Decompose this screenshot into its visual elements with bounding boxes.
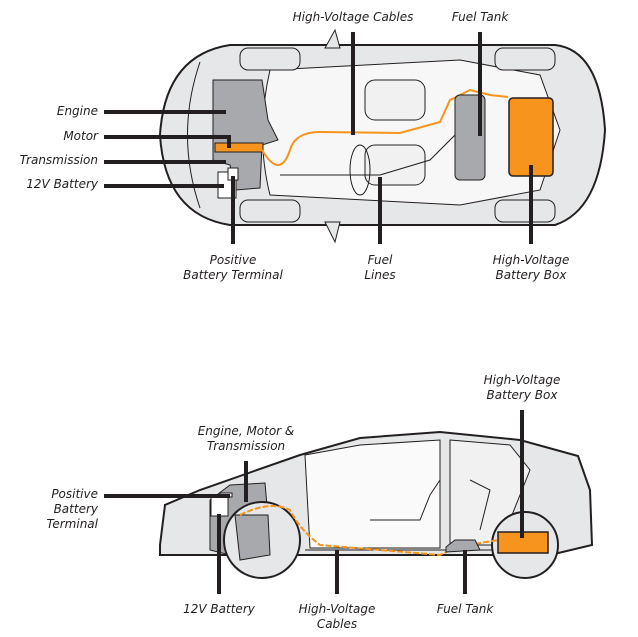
label-line: Terminal xyxy=(46,517,98,531)
label-line: Battery Box xyxy=(495,268,567,282)
label-12v-battery-side: 12V Battery xyxy=(183,602,255,616)
side-view-leader-lines xyxy=(104,410,524,594)
leader-motor xyxy=(104,135,231,148)
top-view-car-body xyxy=(158,28,607,244)
label-line: High-Voltage xyxy=(492,253,570,267)
label-fuel-tank: Fuel Tank xyxy=(451,10,509,24)
top-view-hv-battery-box xyxy=(508,97,554,177)
label-hv-battery-box-side: High-Voltage Battery Box xyxy=(472,373,572,403)
label-line: Fuel xyxy=(367,253,393,267)
label-line: Positive xyxy=(51,487,98,501)
label-line: Positive xyxy=(209,253,257,267)
label-line: High-Voltage xyxy=(483,373,561,387)
label-hv-cables: High-Voltage Cables xyxy=(292,10,414,24)
label-engine-motor-transmission: Engine, Motor & Transmission xyxy=(190,424,302,454)
label-line: Battery xyxy=(53,502,98,516)
top-view-motor xyxy=(214,142,264,153)
label-hv-cables-side: High-Voltage Cables xyxy=(290,602,384,632)
label-fuel-lines: Fuel Lines xyxy=(350,253,410,283)
label-positive-battery-terminal-side: Positive Battery Terminal xyxy=(47,487,98,532)
label-positive-battery-terminal: Positive Battery Terminal xyxy=(168,253,298,283)
label-line: Cables xyxy=(316,617,358,631)
label-line: Lines xyxy=(364,268,396,282)
label-transmission: Transmission xyxy=(19,153,98,167)
top-view-fuel-tank xyxy=(454,94,486,181)
label-line: Battery Box xyxy=(486,388,558,402)
label-engine: Engine xyxy=(56,104,98,118)
side-view-12v-battery xyxy=(210,495,229,517)
label-line: High-Voltage xyxy=(298,602,376,616)
side-view-fuel-tank xyxy=(445,539,481,553)
label-line: Battery Terminal xyxy=(183,268,283,282)
label-line: Engine, Motor & xyxy=(197,424,295,438)
label-motor: Motor xyxy=(63,129,98,143)
top-view-fuel-lines xyxy=(280,134,456,176)
top-view-leader-lines xyxy=(104,32,533,244)
label-12v-battery: 12V Battery xyxy=(26,177,98,191)
label-line: Transmission xyxy=(206,439,286,453)
top-view-hv-cables xyxy=(261,88,509,166)
label-fuel-tank-side: Fuel Tank xyxy=(436,602,494,616)
label-hv-battery-box: High-Voltage Battery Box xyxy=(481,253,581,283)
